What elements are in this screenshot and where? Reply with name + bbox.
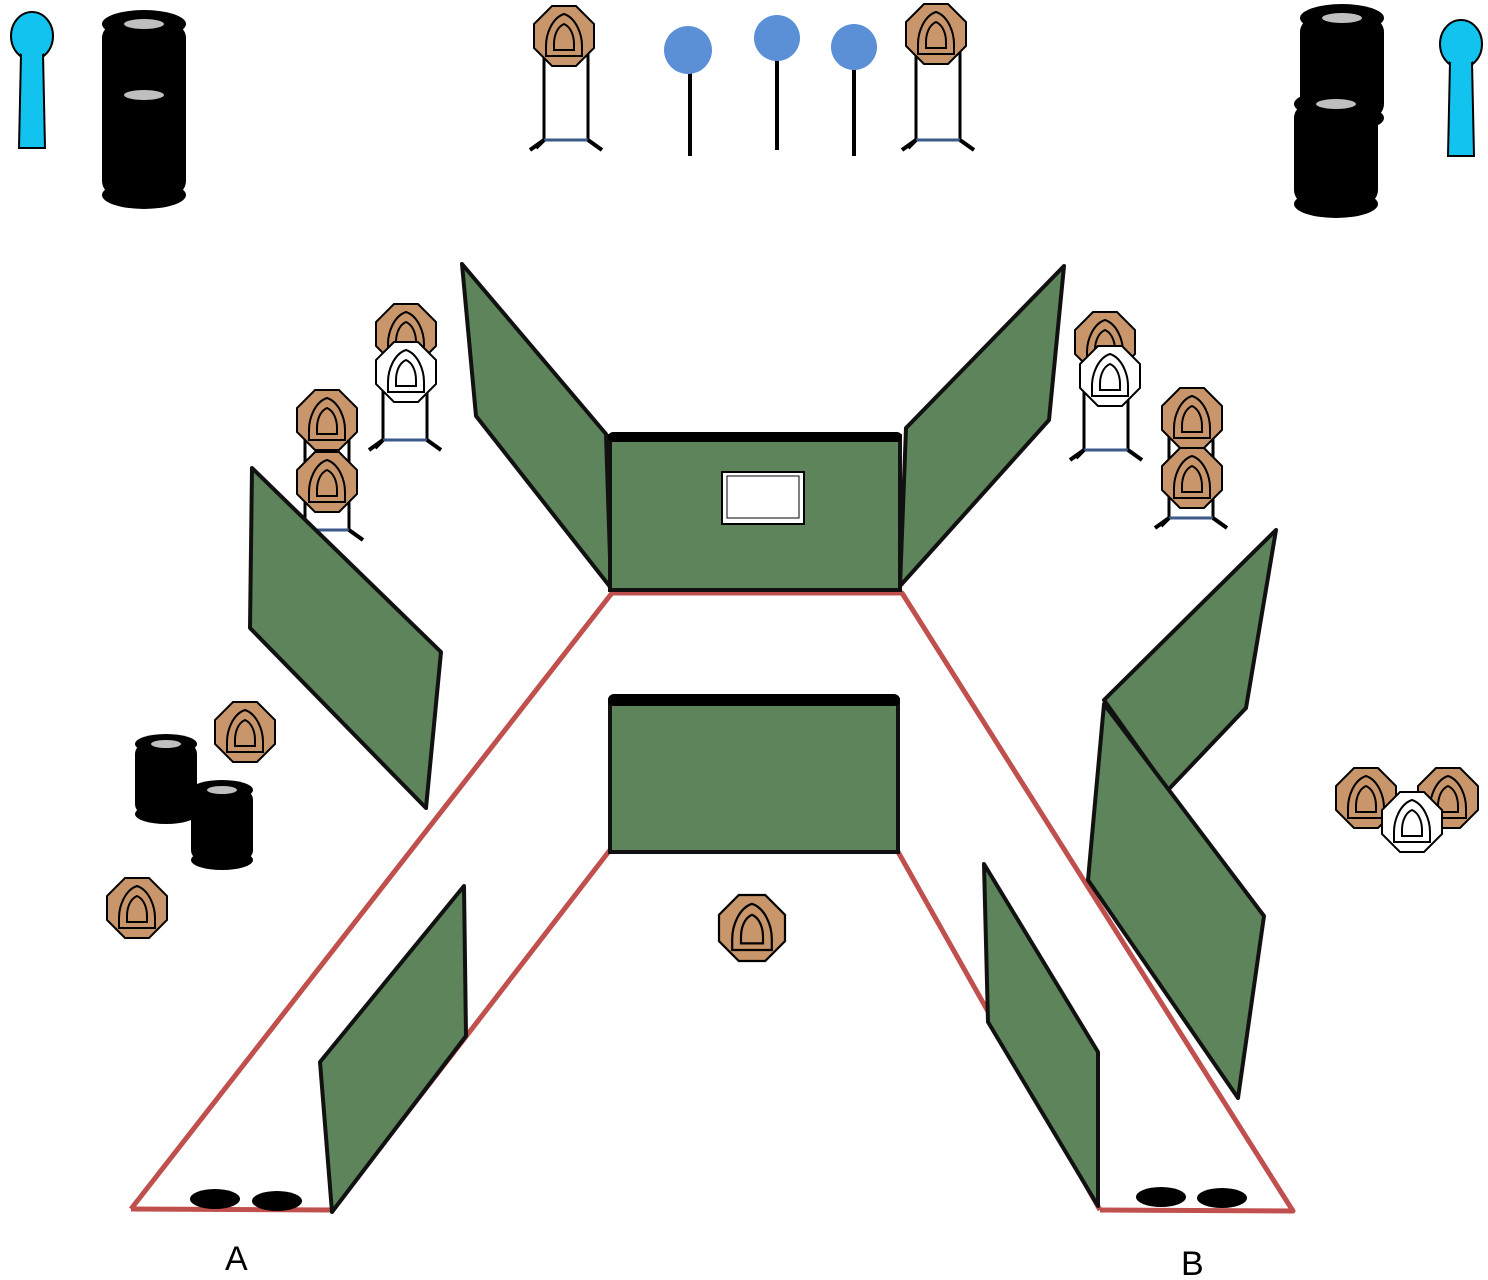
start-label-a: A	[225, 1240, 248, 1278]
start-label-b: B	[1181, 1245, 1204, 1280]
foot-marker-b	[1136, 1187, 1247, 1208]
wall-left-side	[250, 468, 441, 808]
target-left-mid	[215, 702, 275, 762]
clamshell-target-right	[1440, 20, 1482, 156]
target-center	[719, 895, 785, 961]
wall-lower-right	[984, 864, 1098, 1206]
target-stand-right-upper	[1070, 312, 1142, 460]
window-port	[722, 472, 804, 524]
target-stand-top-left	[530, 6, 602, 150]
target-stand-top-right	[902, 4, 974, 150]
target-stand-left-upper	[369, 304, 441, 450]
target-cluster-right	[1336, 768, 1478, 852]
popper-1	[664, 26, 712, 156]
popper-3	[831, 24, 877, 156]
barrel-stack-top-left	[102, 10, 186, 209]
barrel-stack-top-right	[1294, 4, 1384, 218]
popper-2	[754, 15, 800, 150]
wall-back-right-wing	[900, 266, 1064, 586]
target-stand-right-lower	[1155, 388, 1227, 528]
wall-back-left-wing	[462, 264, 611, 588]
clamshell-target-left	[11, 12, 53, 148]
wall-middle-center	[608, 694, 900, 852]
target-left-low	[107, 878, 167, 938]
